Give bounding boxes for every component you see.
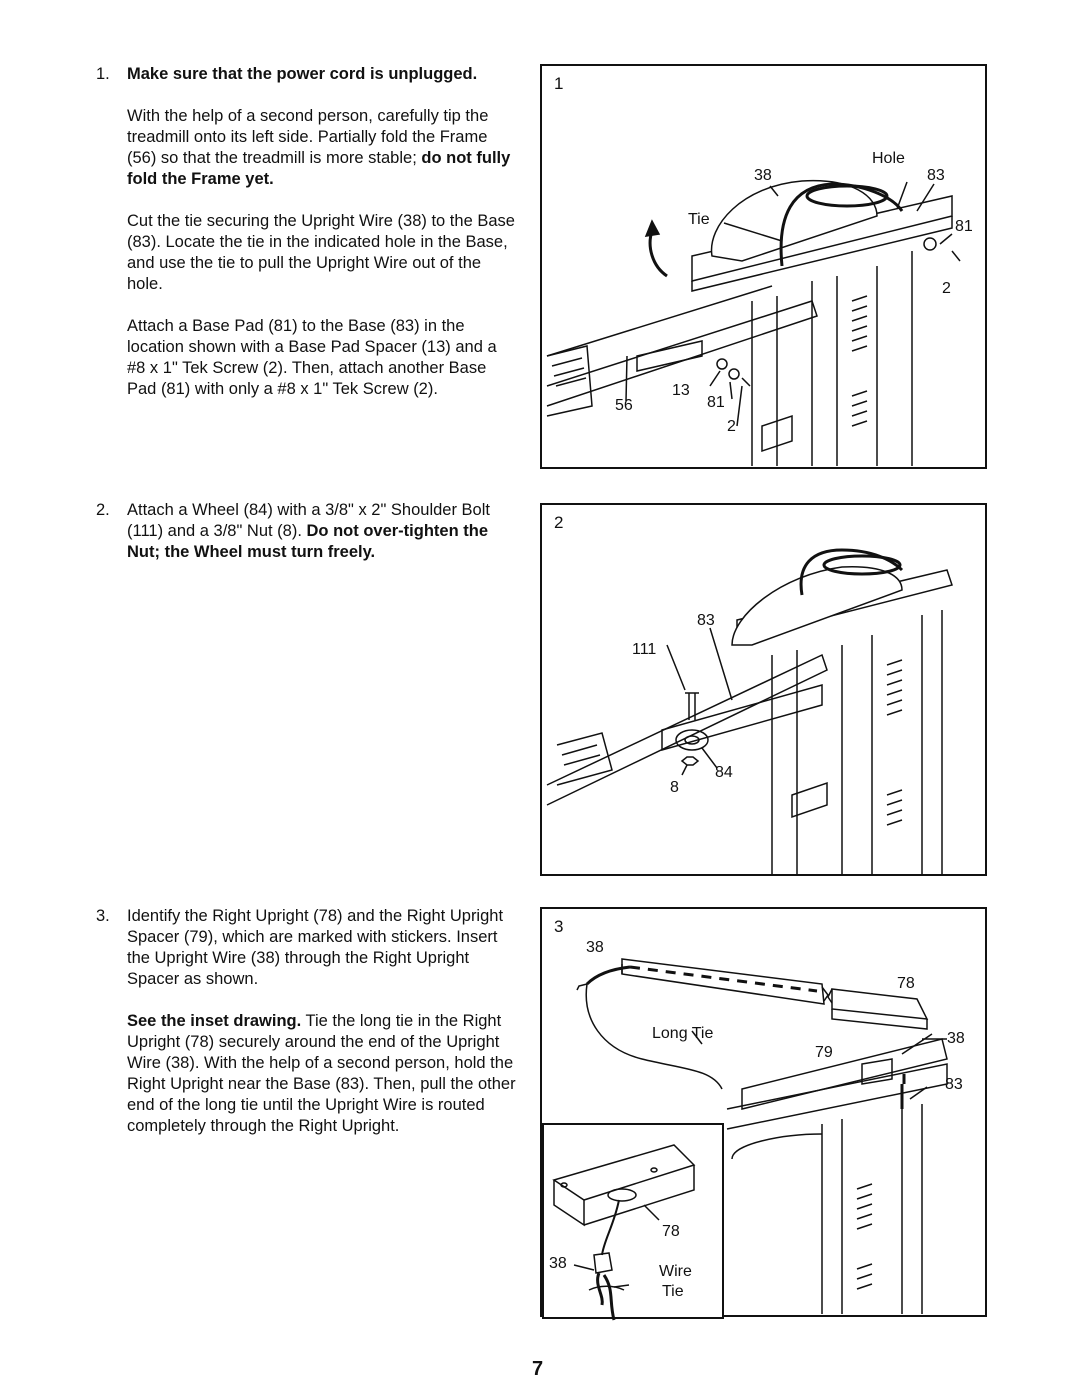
step-1-paragraph-1: With the help of a second person, carefu… (127, 107, 511, 188)
label-83: 83 (945, 1076, 963, 1093)
label-2-lower: 2 (727, 418, 736, 435)
step-2: 2. Attach a Wheel (84) with a 3/8" x 2" … (96, 500, 516, 584)
figure-1-number: 1 (554, 74, 564, 93)
figure-2-drawing (546, 548, 953, 875)
inset-label-tie: Tie (662, 1283, 684, 1300)
label-78-top: 78 (897, 975, 915, 992)
label-hole: Hole (872, 150, 905, 167)
label-81-upper: 81 (955, 218, 973, 235)
page-number: 7 (532, 1358, 544, 1380)
inset-drawing-art (552, 1144, 696, 1321)
figure-2: 2 83 111 84 8 (540, 503, 987, 876)
figure-2-number: 2 (554, 513, 564, 532)
label-38: 38 (754, 167, 772, 184)
label-81-lower: 81 (707, 394, 725, 411)
label-long-tie: Long Tie (652, 1025, 714, 1042)
inset-label-38: 38 (549, 1255, 567, 1272)
label-38-top: 38 (586, 939, 604, 956)
step-3: 3. Identify the Right Upright (78) and t… (96, 906, 516, 1158)
step-1-paragraph-2: Cut the tie securing the Upright Wire (3… (127, 212, 515, 293)
label-tie: Tie (688, 211, 710, 228)
step-3-paragraph-1: Identify the Right Upright (78) and the … (127, 907, 504, 988)
label-56: 56 (615, 397, 633, 414)
figure-1: 1 Hole 38 83 Tie 81 2 13 56 81 2 (540, 64, 987, 469)
label-83: 83 (697, 612, 715, 629)
figure-3: 3 38 78 Long Tie 38 79 83 78 38 Wire Tie (540, 907, 987, 1321)
step-1-heading: Make sure that the power cord is unplugg… (127, 65, 478, 83)
inset-label-wire: Wire (659, 1263, 692, 1280)
step-2-paragraph: Attach a Wheel (84) with a 3/8" x 2" Sho… (127, 501, 490, 561)
step-1-number: 1. (96, 65, 110, 83)
label-38-right: 38 (947, 1030, 965, 1047)
figure-1-drawing (546, 179, 961, 466)
label-8: 8 (670, 779, 679, 796)
label-13: 13 (672, 382, 690, 399)
label-83: 83 (927, 167, 945, 184)
figure-3-drawing (576, 958, 948, 1314)
inset-label-78: 78 (662, 1223, 680, 1240)
step-2-number: 2. (96, 501, 110, 519)
label-84: 84 (715, 764, 733, 781)
label-79: 79 (815, 1044, 833, 1061)
step-1-paragraph-3: Attach a Base Pad (81) to the Base (83) … (127, 317, 497, 398)
step-1: 1. Make sure that the power cord is unpl… (96, 64, 516, 421)
step-3-paragraph-2: See the inset drawing. Tie the long tie … (127, 1012, 516, 1135)
label-2-upper: 2 (942, 280, 951, 297)
label-111: 111 (632, 641, 657, 658)
step-3-number: 3. (96, 907, 110, 925)
inset-drawing: 78 38 Wire Tie (542, 1123, 724, 1321)
figure-3-number: 3 (554, 917, 564, 936)
